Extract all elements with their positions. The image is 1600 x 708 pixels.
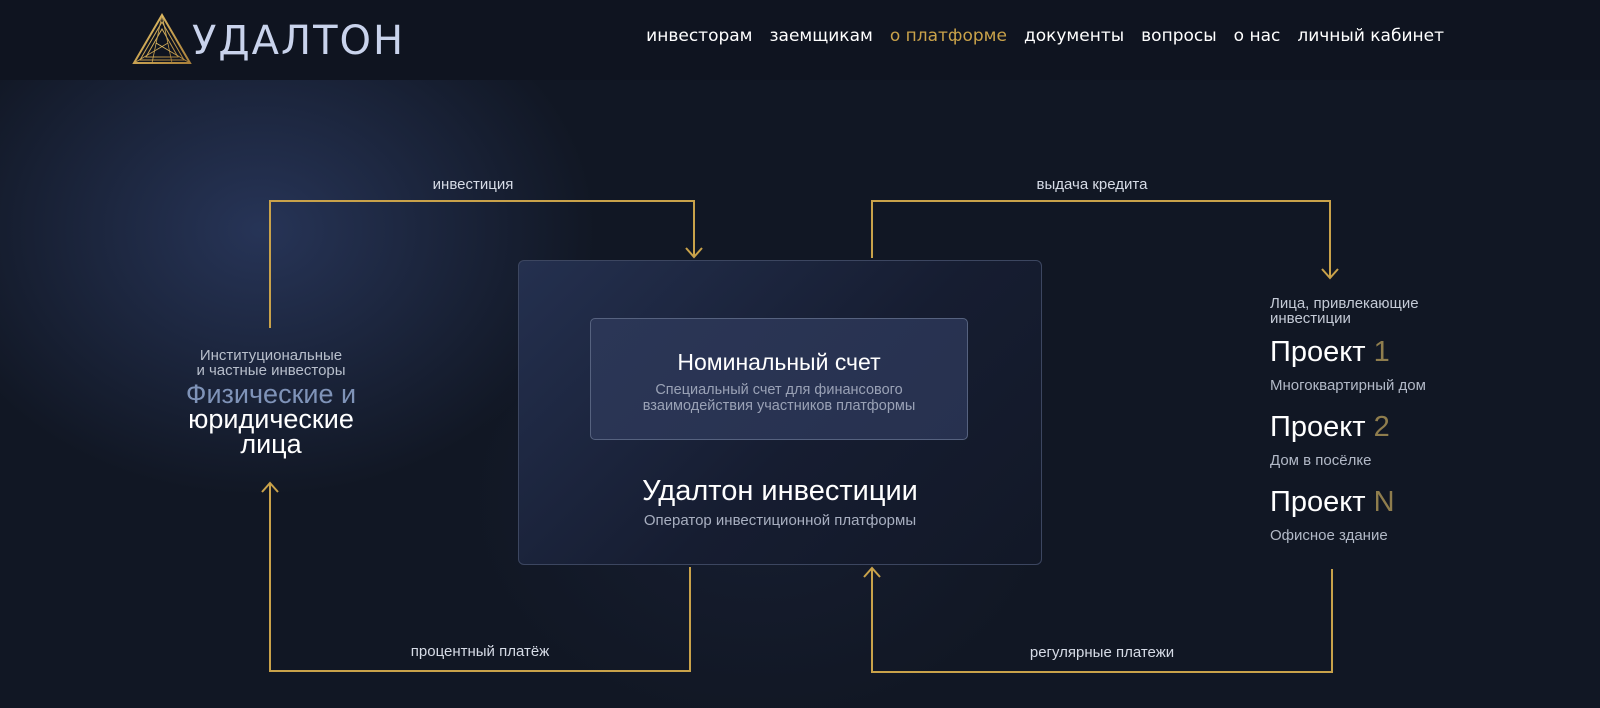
logo[interactable]: УДАЛТОН [132,13,405,65]
project-title: Проект 1 [1270,336,1390,368]
arrow-regular-head [863,566,881,578]
borrowers-subtitle: Лица, привлекающие инвестиции [1270,295,1419,327]
arrow-investment-head [685,247,703,259]
pyramid-logo-icon [132,13,192,64]
nav-borrowers[interactable]: заемщикам [769,26,873,46]
nav-investors[interactable]: инвесторам [646,26,753,46]
investors-subtitle: Институциональные и частные инвесторы [196,347,346,379]
project-desc: Многоквартирный дом [1270,377,1426,394]
nominal-account-title: Номинальный счет [677,349,881,375]
project-item: Проект 1 Многоквартирный дом [1270,336,1490,394]
platform-operator-box: Номинальный счет Специальный счет для фи… [518,260,1042,565]
edge-label-interest: процентный платёж [410,643,550,660]
brand-name: УДАЛТОН [192,18,406,64]
nominal-account-box: Номинальный счет Специальный счет для фи… [590,318,968,440]
arrow-interest [269,484,691,672]
arrow-credit [871,200,1331,277]
project-desc: Дом в посёлке [1270,452,1372,469]
project-item: Проект N Офисное здание [1270,486,1490,544]
site-header: УДАЛТОН инвесторам заемщикам о платформе… [0,0,1600,80]
arrow-credit-head [1321,268,1339,280]
arrow-investment [269,200,695,328]
nominal-account-desc: Специальный счет для финансового взаимод… [642,382,916,414]
edge-label-credit: выдача кредита [1036,176,1148,193]
operator-desc: Оператор инвестиционной платформы [643,512,917,529]
project-title: Проект 2 [1270,411,1390,443]
nav-account[interactable]: личный кабинет [1297,26,1444,46]
edge-label-investment: инвестиция [432,176,514,193]
arrow-interest-head [261,481,279,493]
project-item: Проект 2 Дом в посёлке [1270,411,1490,469]
borrowers-node: Лица, привлекающие инвестиции Проект 1 М… [1270,296,1490,544]
edge-label-regular: регулярные платежи [1029,644,1175,661]
arrow-regular [871,569,1333,673]
nav-documents[interactable]: документы [1023,26,1125,46]
nav-about-platform[interactable]: о платформе [889,26,1007,46]
nav-about-us[interactable]: о нас [1233,26,1281,46]
investors-title: Физические и юридические лица [185,379,357,459]
investors-node: Институциональные и частные инвесторы Фи… [166,347,376,459]
project-desc: Офисное здание [1270,527,1388,544]
main-nav: инвесторам заемщикам о платформе докумен… [646,26,1444,46]
project-title: Проект N [1270,486,1395,518]
operator-title: Удалтон инвестиции [642,475,918,507]
nav-faq[interactable]: вопросы [1141,26,1217,46]
